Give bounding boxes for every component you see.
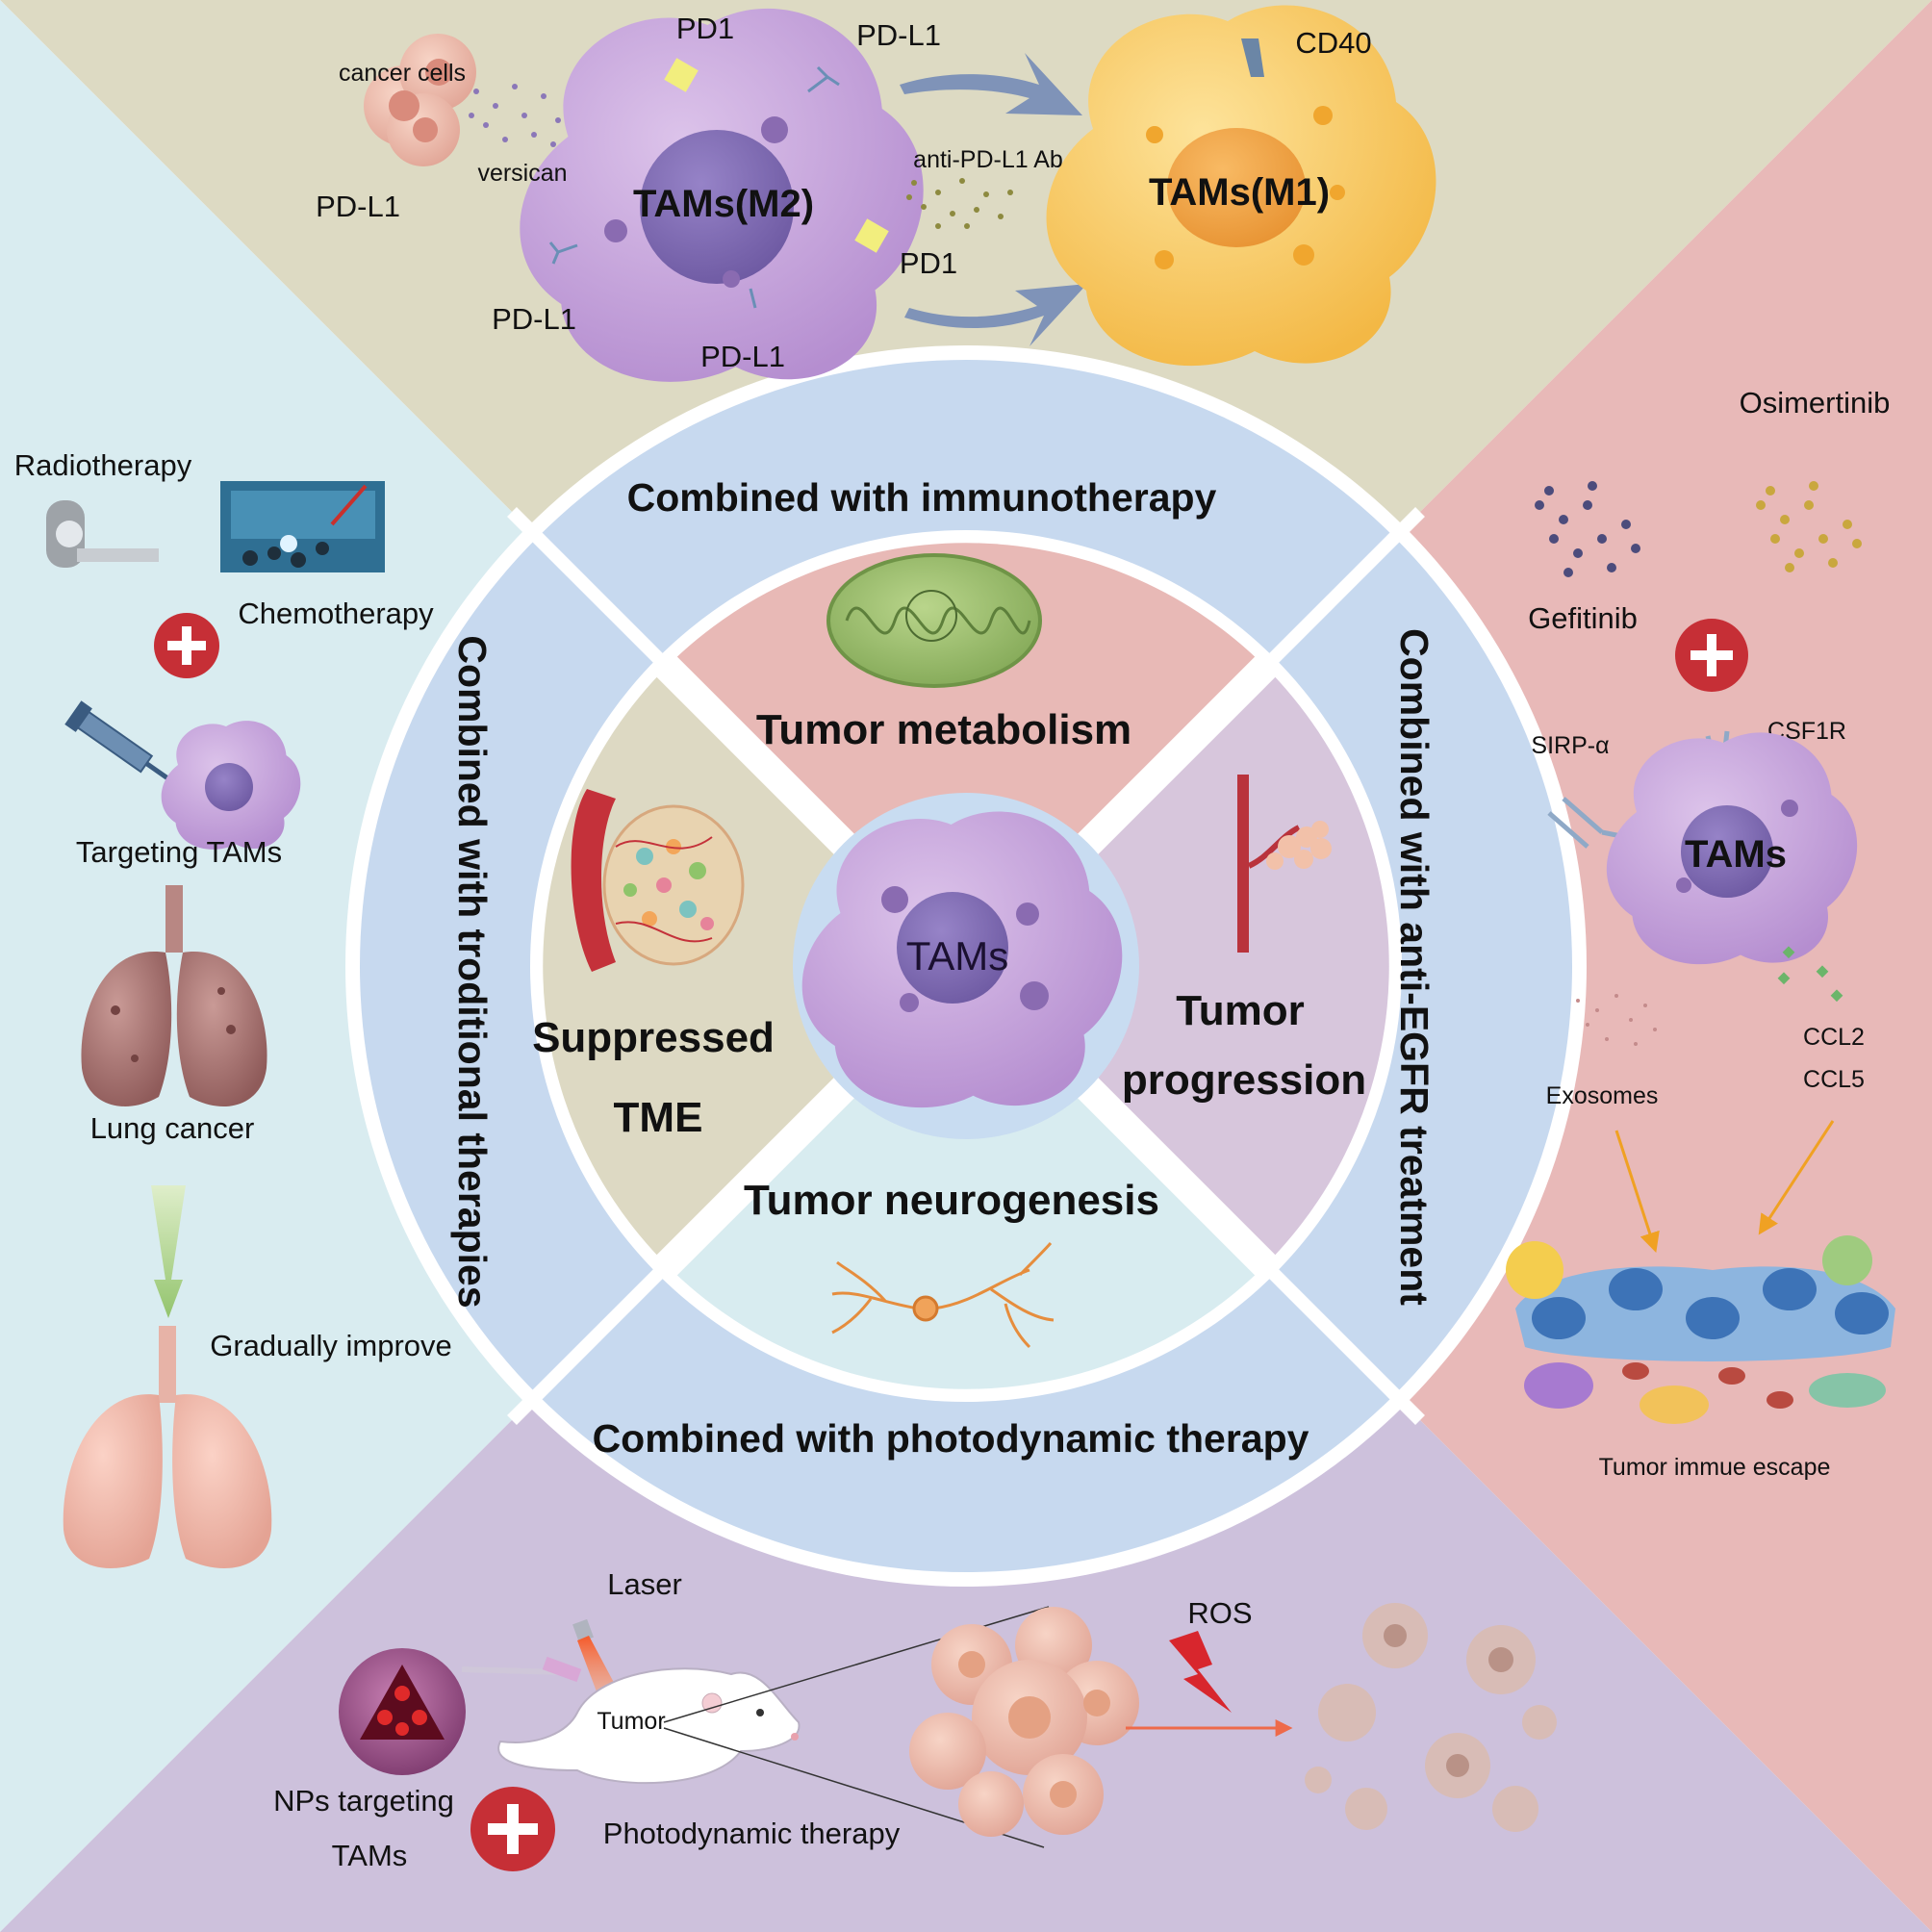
label-exosomes: Exosomes bbox=[1546, 1082, 1659, 1109]
ring-title-photodynamic: Combined with photodynamic therapy bbox=[593, 1416, 1309, 1461]
arrow-m2-to-m1-top bbox=[900, 53, 1082, 115]
ring-title-traditional: Combined with troditional therapies bbox=[450, 635, 495, 1308]
inner-label-neurogenesis: Tumor neurogenesis bbox=[744, 1177, 1159, 1224]
diseased-lungs-icon bbox=[81, 885, 267, 1106]
label-versican: versican bbox=[477, 160, 567, 187]
label-egfr-tams: TAMs bbox=[1685, 833, 1787, 876]
egfr-panel: Osimertinib Gefitinib SIRP-α CSF1R bbox=[1506, 386, 1895, 1481]
mitochondrion-icon bbox=[826, 553, 1042, 688]
label-radiotherapy: Radiotherapy bbox=[14, 448, 192, 482]
label-pd1-right: PD1 bbox=[900, 246, 957, 280]
tumor-cells-cluster bbox=[909, 1607, 1139, 1837]
tumor-vessel-icon bbox=[1237, 775, 1332, 953]
inner-label-metabolism: Tumor metabolism bbox=[756, 706, 1131, 753]
chemotherapy-image bbox=[220, 481, 385, 572]
center-tam-cell: TAMs bbox=[801, 811, 1123, 1108]
tam-m1-cell bbox=[1046, 5, 1436, 367]
inner-quadrant-neurogenesis bbox=[667, 966, 1265, 1389]
label-ccl5: CCL5 bbox=[1803, 1066, 1865, 1093]
label-gefitinib: Gefitinib bbox=[1528, 601, 1638, 635]
syringe-icon bbox=[64, 700, 180, 788]
plus-icon-right bbox=[1675, 619, 1748, 692]
immune-escape-illustration bbox=[1506, 1235, 1895, 1424]
inner-label-tumor: Tumor bbox=[1176, 987, 1305, 1034]
label-ros: ROS bbox=[1187, 1596, 1252, 1630]
immunotherapy-panel: cancer cells versican PD-L1 PD1 PD-L1 TA… bbox=[316, 5, 1436, 382]
label-pdl1-bottom-left: PD-L1 bbox=[492, 302, 576, 336]
plus-icon-left bbox=[154, 613, 219, 678]
label-nps-targeting: NPs targeting bbox=[273, 1784, 454, 1818]
inner-label-tme: TME bbox=[614, 1094, 703, 1141]
label-lung-cancer: Lung cancer bbox=[90, 1111, 255, 1145]
center-tams-label: TAMs bbox=[906, 933, 1009, 979]
inner-label-suppressed: Suppressed bbox=[532, 1014, 775, 1061]
arrow-ccl bbox=[1758, 1120, 1835, 1235]
exosome-dots bbox=[1576, 994, 1657, 1046]
small-tam-cell bbox=[161, 721, 301, 850]
arrow-exosomes bbox=[1614, 1130, 1660, 1253]
gefitinib-dots bbox=[1535, 481, 1640, 577]
label-anti-pdl1: anti-PD-L1 Ab bbox=[913, 146, 1063, 173]
label-tumor: Tumor bbox=[597, 1708, 665, 1735]
ct-scanner-icon bbox=[46, 500, 159, 568]
plus-icon-bottom bbox=[470, 1787, 555, 1871]
label-photodynamic-therapy: Photodynamic therapy bbox=[603, 1817, 901, 1850]
label-sirp-alpha: SIRP-α bbox=[1531, 732, 1609, 759]
healthy-lungs-icon bbox=[63, 1326, 272, 1568]
label-tam-m1: TAMs(M1) bbox=[1149, 171, 1330, 214]
egfr-tam-cell bbox=[1606, 732, 1858, 965]
injection-line bbox=[461, 1666, 564, 1675]
ring-title-egfr: Combined with anti-EGFR treatment bbox=[1392, 628, 1436, 1306]
label-gradually-improve: Gradually improve bbox=[210, 1329, 452, 1362]
inner-quadrant-metabolism bbox=[667, 543, 1265, 966]
label-chemotherapy: Chemotherapy bbox=[238, 597, 434, 630]
photodynamic-panel: Laser Tumor bbox=[273, 1567, 1557, 1872]
zoom-line-top bbox=[663, 1606, 1050, 1723]
versican-dots bbox=[469, 84, 561, 147]
label-osimertinib: Osimertinib bbox=[1740, 386, 1891, 419]
label-laser: Laser bbox=[607, 1567, 682, 1601]
osimertinib-dots bbox=[1756, 481, 1862, 572]
traditional-panel: Radiotherapy Chemotherapy bbox=[14, 448, 452, 1568]
label-pd1-top: PD1 bbox=[676, 12, 734, 45]
ccl-dots bbox=[1777, 946, 1843, 1003]
nanoparticle-icon bbox=[339, 1648, 466, 1775]
label-cancer-cells: cancer cells bbox=[339, 60, 466, 87]
down-arrow bbox=[151, 1185, 186, 1318]
mouse-icon bbox=[497, 1667, 801, 1785]
ring-title-immunotherapy: Combined with immunotherapy bbox=[627, 475, 1217, 520]
neuron-icon bbox=[831, 1242, 1055, 1349]
label-targeting-tams: Targeting TAMs bbox=[76, 835, 282, 869]
inner-label-progression: progression bbox=[1122, 1056, 1366, 1104]
label-pdl1-bottom: PD-L1 bbox=[700, 340, 785, 373]
label-immune-escape: Tumor immue escape bbox=[1599, 1454, 1831, 1481]
arrow-m2-to-m1-bottom bbox=[904, 284, 1087, 346]
dead-cells-cluster bbox=[1305, 1603, 1557, 1832]
cancer-cells-cluster bbox=[364, 34, 476, 166]
label-pdl1-left: PD-L1 bbox=[316, 190, 400, 223]
inner-quadrant-progression bbox=[966, 667, 1389, 1265]
label-cd40: CD40 bbox=[1295, 26, 1371, 60]
label-pdl1-top: PD-L1 bbox=[856, 18, 941, 52]
tam-m2-cell bbox=[520, 8, 924, 382]
label-tam-m2: TAMs(M2) bbox=[633, 183, 814, 225]
label-nps-tams: TAMs bbox=[332, 1839, 408, 1872]
ros-bolt-icon bbox=[1169, 1631, 1232, 1713]
anti-pdl1-dots bbox=[906, 178, 1013, 229]
vessel-tumor-icon bbox=[571, 789, 745, 972]
label-ccl2: CCL2 bbox=[1803, 1024, 1865, 1051]
